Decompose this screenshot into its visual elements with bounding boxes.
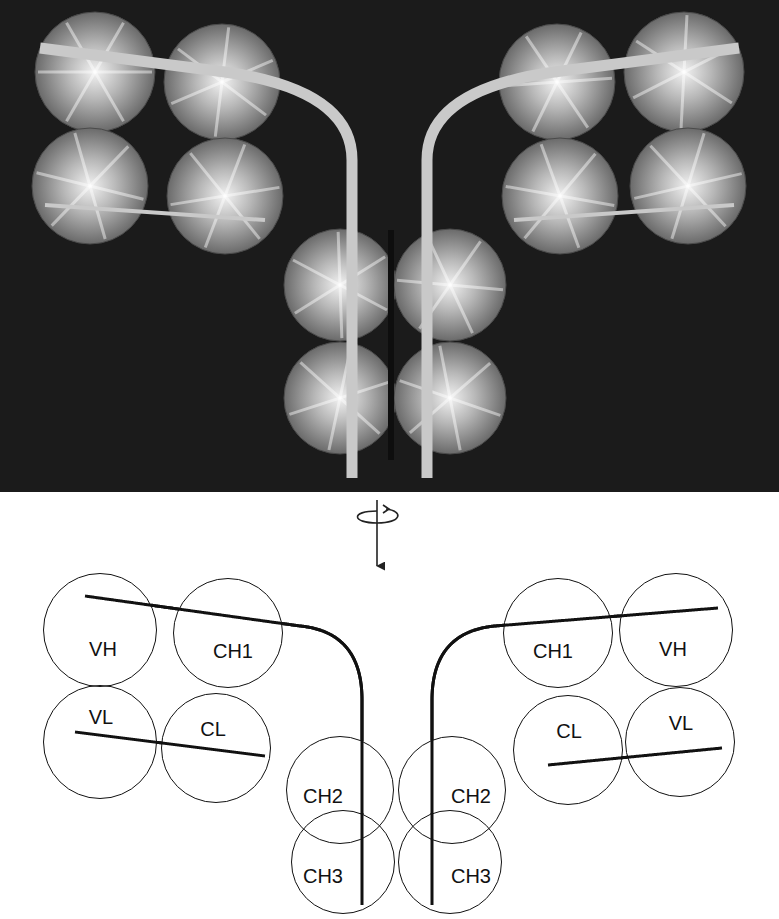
domain-circle: CH1: [503, 578, 613, 688]
polypeptide-chain: [432, 608, 718, 905]
model-disc: [394, 229, 506, 341]
disc-face: [502, 138, 618, 254]
domain-circle: VL: [625, 687, 735, 797]
domain-label: CL: [200, 719, 226, 739]
domain-label: CH3: [451, 866, 491, 886]
model-chains: [40, 48, 739, 478]
disc-sheen: [525, 154, 596, 238]
chain-bar: [514, 205, 734, 220]
chain-connector: [361, 813, 364, 814]
domain-circle: CH3: [291, 810, 395, 914]
domain-label: VL: [669, 713, 693, 733]
domain-circle: CH2: [286, 736, 394, 844]
chain-connector: [432, 625, 504, 740]
domain-label: CH3: [303, 866, 343, 886]
disc-face: [167, 138, 283, 254]
domain-label: CL: [556, 721, 582, 741]
domain-label: CH1: [533, 641, 573, 661]
disc-sheen: [400, 381, 501, 416]
rotation-symbol: [357, 500, 397, 566]
domain-label: CH1: [213, 641, 253, 661]
disc-sheen: [526, 36, 588, 127]
domain-circle: CH3: [398, 810, 502, 914]
model-disc: [167, 138, 283, 254]
rotation-arrow: [376, 500, 378, 566]
disc-sheen: [190, 153, 259, 239]
disc-sheen: [67, 23, 124, 122]
domain-label: VL: [89, 707, 113, 727]
disc-sheen: [289, 382, 390, 415]
domain-circle: VH: [619, 573, 733, 687]
domain-circle: CL: [161, 693, 271, 803]
disc-face: [394, 342, 506, 454]
domain-label: VH: [659, 639, 687, 659]
domain-circle: VH: [43, 573, 157, 687]
domain-label: CH2: [303, 786, 343, 806]
disc-face: [394, 229, 506, 341]
chain-connector: [281, 623, 362, 741]
chain-connector: [151, 605, 179, 609]
chain-bar: [427, 48, 739, 478]
domain-circle: VL: [43, 685, 157, 799]
chain-connector: [431, 813, 434, 814]
disc-sheen: [634, 174, 741, 199]
model-disc: [32, 128, 148, 244]
model-disc: [624, 12, 744, 132]
disc-face: [630, 128, 746, 244]
domain-label: VH: [89, 639, 117, 659]
disc-face: [35, 12, 155, 132]
disc-sheen: [37, 173, 144, 200]
disc-face: [32, 128, 148, 244]
disc-sheen: [67, 23, 124, 122]
model-disc: [284, 229, 396, 341]
disc-sheen: [338, 232, 342, 338]
rotation-loop: [357, 509, 397, 523]
model-disc: [502, 138, 618, 254]
polypeptide-chain: [548, 748, 722, 765]
photo-ground: [0, 0, 779, 492]
center-gap: [388, 230, 394, 460]
model-disc: [630, 128, 746, 244]
disc-sheen: [681, 15, 687, 129]
rotation-head: [383, 505, 389, 513]
domain-circle: CL: [513, 695, 623, 805]
domain-label: CH2: [451, 786, 491, 806]
disc-face: [624, 12, 744, 132]
chain-bar: [40, 48, 352, 478]
model-disc: [394, 342, 506, 454]
polypeptide-chain: [75, 732, 265, 756]
model-disc: [284, 342, 396, 454]
disc-face: [284, 229, 396, 341]
disc-face: [284, 342, 396, 454]
domain-circle: CH2: [398, 736, 506, 844]
domain-circle: CH1: [173, 578, 283, 688]
chain-bar: [45, 205, 265, 220]
model-disc: [35, 12, 155, 132]
